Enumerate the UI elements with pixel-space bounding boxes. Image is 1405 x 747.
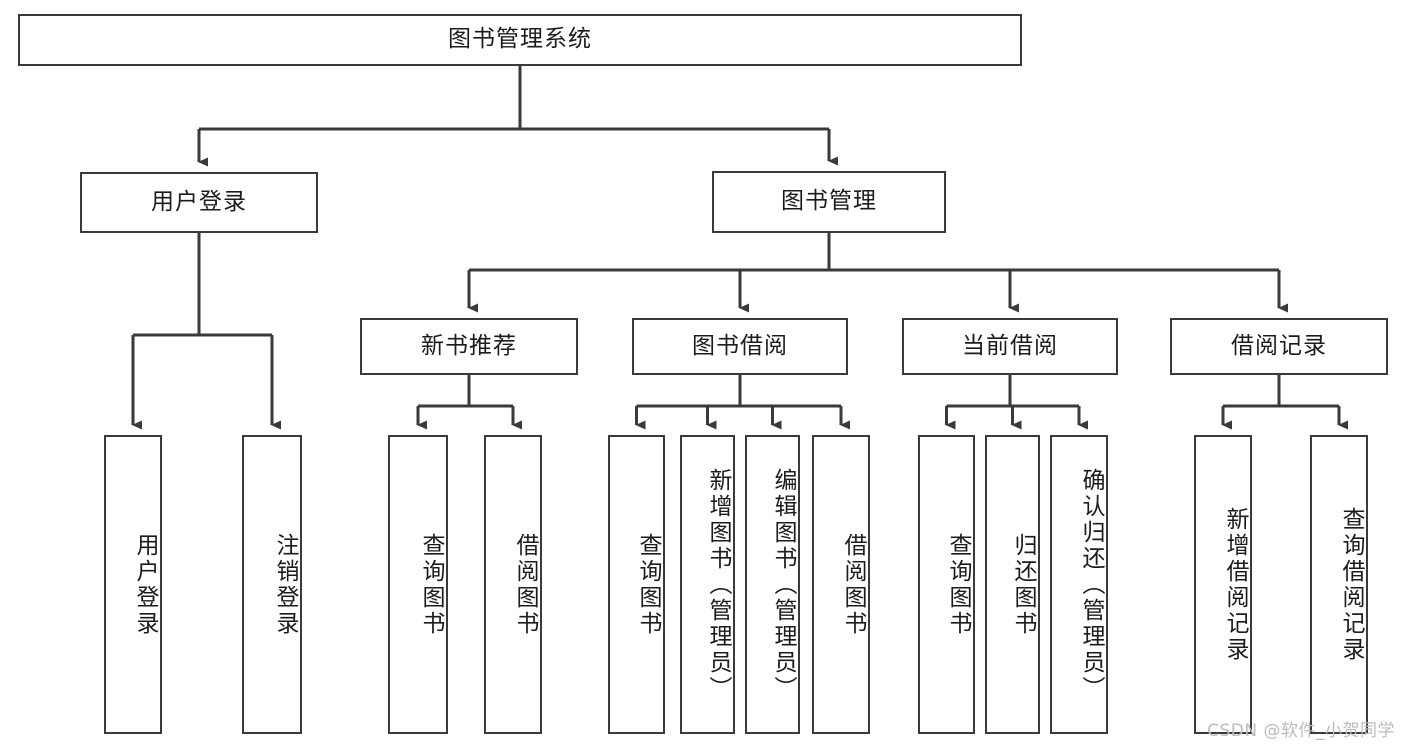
node-leaf-cur-1[interactable]: 查询图书 xyxy=(918,435,975,734)
node-leaf-borrow-2[interactable]: 新增图书（管理员） xyxy=(680,435,735,734)
node-leaf-new-1[interactable]: 查询图书 xyxy=(388,435,448,734)
node-leaf-borrow-4[interactable]: 借阅图书 xyxy=(812,435,870,734)
node-label: 新增借阅记录 xyxy=(1222,506,1248,663)
node-current[interactable]: 当前借阅 xyxy=(902,318,1118,375)
node-label: 查询图书 xyxy=(418,532,444,637)
node-records[interactable]: 借阅记录 xyxy=(1170,318,1388,375)
node-label: 借阅记录 xyxy=(1231,332,1327,359)
node-label: 新书推荐 xyxy=(421,332,517,359)
node-leaf-cur-2[interactable]: 归还图书 xyxy=(985,435,1040,734)
node-label: 图书借阅 xyxy=(692,332,788,359)
node-newbook[interactable]: 新书推荐 xyxy=(360,318,578,375)
node-label: 新增图书（管理员） xyxy=(705,467,731,702)
node-label: 查询图书 xyxy=(635,532,661,637)
node-login[interactable]: 用户登录 xyxy=(80,172,318,233)
node-leaf-rec-1[interactable]: 新增借阅记录 xyxy=(1194,435,1252,734)
node-label: 编辑图书（管理员） xyxy=(770,467,796,702)
node-label: 查询图书 xyxy=(945,532,971,637)
node-label: 用户登录 xyxy=(132,532,158,637)
node-leaf-login-2[interactable]: 注销登录 xyxy=(242,435,302,734)
node-leaf-new-2[interactable]: 借阅图书 xyxy=(484,435,542,734)
watermark-text: CSDN @软件_小贺同学 xyxy=(1207,721,1395,741)
node-bookmgmt[interactable]: 图书管理 xyxy=(712,171,946,233)
node-label: 用户登录 xyxy=(151,188,247,215)
node-label: 注销登录 xyxy=(272,532,298,637)
node-label: 图书管理 xyxy=(781,188,877,215)
node-label: 借阅图书 xyxy=(512,532,538,637)
node-leaf-rec-2[interactable]: 查询借阅记录 xyxy=(1310,435,1368,734)
node-label: 确认归还（管理员） xyxy=(1078,467,1104,702)
node-label: 当前借阅 xyxy=(962,332,1058,359)
node-label: 查询借阅记录 xyxy=(1338,506,1364,663)
node-label: 归还图书 xyxy=(1010,532,1036,637)
node-leaf-cur-3[interactable]: 确认归还（管理员） xyxy=(1050,435,1108,734)
node-leaf-borrow-1[interactable]: 查询图书 xyxy=(608,435,665,734)
node-root[interactable]: 图书管理系统 xyxy=(18,14,1022,66)
node-label: 借阅图书 xyxy=(840,532,866,637)
node-leaf-login-1[interactable]: 用户登录 xyxy=(104,435,162,734)
node-borrow[interactable]: 图书借阅 xyxy=(632,318,848,375)
node-label: 图书管理系统 xyxy=(448,26,592,53)
node-leaf-borrow-3[interactable]: 编辑图书（管理员） xyxy=(745,435,800,734)
